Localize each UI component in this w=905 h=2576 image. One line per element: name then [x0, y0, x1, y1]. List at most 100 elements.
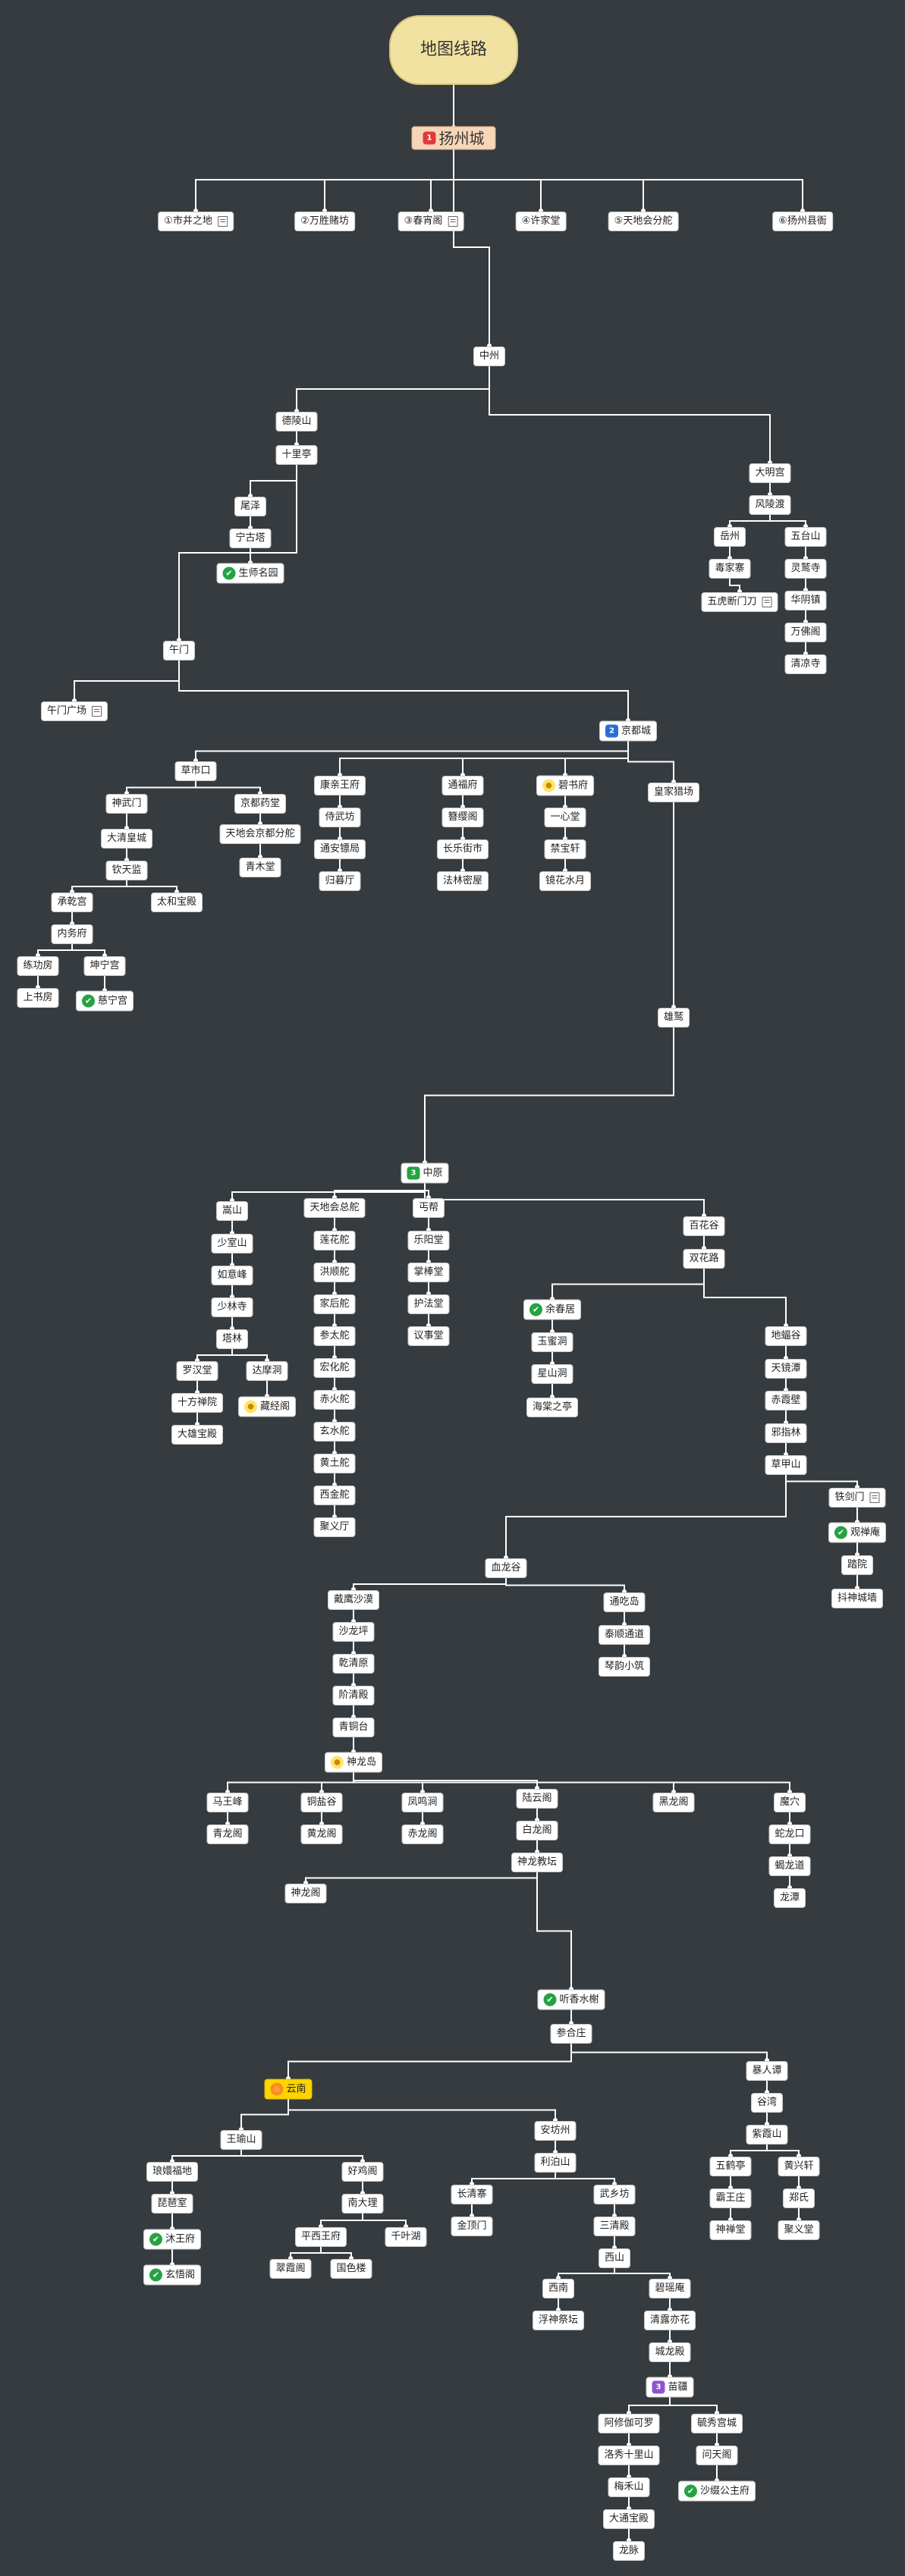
map-node-ss[interactable]: 嵩山: [215, 1201, 249, 1221]
map-node-slgs[interactable]: 神龙教坛: [511, 1853, 564, 1872]
map-node-qmt[interactable]: 青木堂: [239, 858, 281, 877]
map-node-llj[interactable]: 邪指林: [765, 1423, 807, 1443]
map-node-slsi[interactable]: 少林寺: [211, 1297, 253, 1317]
map-node-sty[interactable]: 谷湾: [750, 2093, 784, 2113]
map-node-jyg[interactable]: 簪缨阁: [442, 808, 484, 827]
map-node-bcs[interactable]: 参合庄: [550, 2024, 592, 2044]
map-node-xjt[interactable]: 西金舵: [313, 1486, 356, 1505]
map-node-xst[interactable]: 玄水舵: [313, 1422, 356, 1442]
map-node-gdy[interactable]: 长清寨: [451, 2185, 493, 2204]
map-node-mlg[interactable]: 魔穴: [773, 1793, 806, 1812]
map-node-bq[interactable]: 西山: [598, 2248, 631, 2268]
map-node-ld[interactable]: 龙脉: [612, 2541, 646, 2561]
map-node-mpm[interactable]: 草甲山: [765, 1455, 807, 1475]
map-node-yz3[interactable]: ③春宵阁: [398, 212, 464, 231]
map-node-jlp[interactable]: 神龙阁: [284, 1884, 327, 1903]
map-node-wsf[interactable]: ●碧书府: [536, 775, 595, 796]
map-node-wtjh[interactable]: 抖神城墙: [831, 1589, 884, 1608]
map-node-rsg[interactable]: 血龙谷: [485, 1558, 527, 1578]
map-node-zxd[interactable]: 武乡坊: [593, 2185, 636, 2204]
map-node-gwt[interactable]: 归暮厅: [319, 871, 361, 891]
map-node-lhd[interactable]: 罗汉堂: [176, 1361, 218, 1381]
map-node-lqy[interactable]: 灵鹫寺: [784, 559, 827, 579]
map-node-xhg[interactable]: 乐阳堂: [407, 1231, 450, 1250]
map-node-sjt[interactable]: 侍武坊: [319, 808, 361, 827]
map-node-yz2[interactable]: ②万胜赌坊: [294, 212, 355, 231]
map-node-xsd[interactable]: 星山洞: [531, 1364, 573, 1384]
map-node-cjg[interactable]: ●藏经阁: [237, 1396, 297, 1417]
map-node-cmz[interactable]: 城龙殿: [649, 2342, 691, 2362]
map-node-yf[interactable]: 岳州: [713, 527, 746, 547]
map-node-fll[interactable]: 风陵渡: [749, 495, 791, 515]
map-node-jyt[interactable]: 聚义厅: [313, 1517, 356, 1537]
map-node-fgq[interactable]: 万佛阁: [784, 623, 827, 642]
map-node-nm[interactable]: 午门: [162, 641, 196, 660]
map-node-dmy[interactable]: 达摩洞: [246, 1361, 288, 1381]
map-node-mylc[interactable]: ✔沙缀公主府: [677, 2480, 756, 2502]
map-node-lwk[interactable]: 蛇龙口: [768, 1825, 811, 1844]
map-node-jmg[interactable]: 金顶门: [451, 2217, 493, 2236]
map-node-yyy[interactable]: ✔余春居: [523, 1299, 582, 1320]
map-node-wlw[interactable]: 五虎断门刀: [701, 592, 778, 612]
map-node-slg[interactable]: ●神龙岛: [324, 1752, 383, 1773]
map-node-tmy[interactable]: 天镜潭: [765, 1359, 807, 1379]
map-node-mws[interactable]: ✔沐王府: [143, 2229, 202, 2250]
map-node-hfzt[interactable]: 海棠之亭: [526, 1398, 579, 1417]
map-node-lhc[interactable]: 莲花舵: [313, 1231, 356, 1250]
map-node-yz1[interactable]: ①市井之地: [158, 212, 234, 231]
map-node-thd[interactable]: 太和宝殿: [150, 893, 203, 912]
map-node-wls[interactable]: 王瑜山: [220, 2130, 262, 2150]
map-node-hlt[interactable]: 黄土舵: [313, 1454, 356, 1473]
map-node-thhz[interactable]: 天地会总舵: [303, 1198, 366, 1218]
map-node-dqsm[interactable]: 戴鹰沙漠: [327, 1590, 380, 1610]
map-node-tsf[interactable]: 通福府: [442, 776, 484, 795]
map-node-sfs[interactable]: 上书房: [17, 988, 59, 1008]
map-node-jyh[interactable]: 通吃岛: [603, 1592, 646, 1612]
map-node-yn[interactable]: ♨云南: [264, 2079, 313, 2100]
map-node-swp[interactable]: 沙龙坪: [332, 1622, 375, 1642]
map-node-zst[interactable]: 掌棒堂: [407, 1263, 450, 1282]
map-node-zz[interactable]: 中州: [473, 347, 506, 366]
map-node-qhzh[interactable]: 清露亦花: [643, 2311, 696, 2330]
map-node-mzl[interactable]: 踏院: [841, 1555, 874, 1575]
map-node-clp[interactable]: 赤龙阁: [401, 1825, 444, 1844]
map-node-nwf[interactable]: 内务府: [51, 924, 93, 944]
map-node-sit[interactable]: 十里亭: [275, 445, 318, 465]
map-node-thfd[interactable]: 天地会京都分舵: [219, 824, 301, 844]
map-node-aqz[interactable]: 安坊州: [534, 2121, 577, 2141]
map-node-ymd[interactable]: 雄鹫: [657, 1008, 690, 1028]
map-node-wlmw[interactable]: 法林密屋: [436, 871, 489, 891]
map-node-qss[interactable]: 紫霞山: [746, 2125, 788, 2145]
map-node-hnt[interactable]: 玉蜜洞: [531, 1332, 573, 1352]
map-node-gsa[interactable]: ✔观禅庵: [828, 1522, 887, 1543]
map-node-hjl[interactable]: 毒家寨: [709, 559, 751, 579]
map-node-tls[interactable]: 铜盐谷: [300, 1793, 343, 1812]
map-node-slsc[interactable]: 泰顺通道: [598, 1625, 651, 1645]
map-node-lzs[interactable]: 梅禾山: [608, 2477, 650, 2497]
map-node-sfcy[interactable]: 十方禅院: [171, 1393, 224, 1413]
map-node-hjlc[interactable]: 皇家猎场: [647, 783, 700, 802]
map-node-wz[interactable]: 尾泽: [234, 497, 267, 516]
map-node-whc[interactable]: 双花路: [683, 1249, 725, 1269]
map-node-kqwf[interactable]: 康亲王府: [313, 776, 366, 795]
map-node-sms[interactable]: 阿修伽可罗: [598, 2414, 660, 2433]
map-node-nth[interactable]: 南大理: [341, 2194, 384, 2214]
map-node-cyg[interactable]: 翠霞阁: [269, 2259, 312, 2279]
map-node-dj[interactable]: 大明宫: [749, 463, 791, 483]
map-node-cjly[interactable]: 长乐街市: [436, 839, 489, 859]
map-node-hsy[interactable]: 华阴镇: [784, 591, 827, 610]
map-node-wdp[interactable]: 五鹤亭: [709, 2157, 752, 2176]
map-node-yz5[interactable]: ⑤天地会分舵: [608, 212, 679, 231]
map-node-cxq[interactable]: 郑氏: [782, 2189, 815, 2208]
map-node-cng[interactable]: 坤宁宫: [83, 956, 126, 976]
map-node-mgg[interactable]: 问天阁: [696, 2446, 738, 2465]
map-node-zyf[interactable]: 如意峰: [211, 1266, 253, 1285]
map-node-mrl[interactable]: 暴人谭: [746, 2061, 788, 2081]
map-node-root[interactable]: 地图线路: [389, 15, 518, 85]
map-node-yz6[interactable]: ⑥扬州县衙: [772, 212, 833, 231]
map-node-tl[interactable]: 塔林: [215, 1329, 249, 1349]
map-node-yj[interactable]: 西南: [542, 2279, 575, 2298]
